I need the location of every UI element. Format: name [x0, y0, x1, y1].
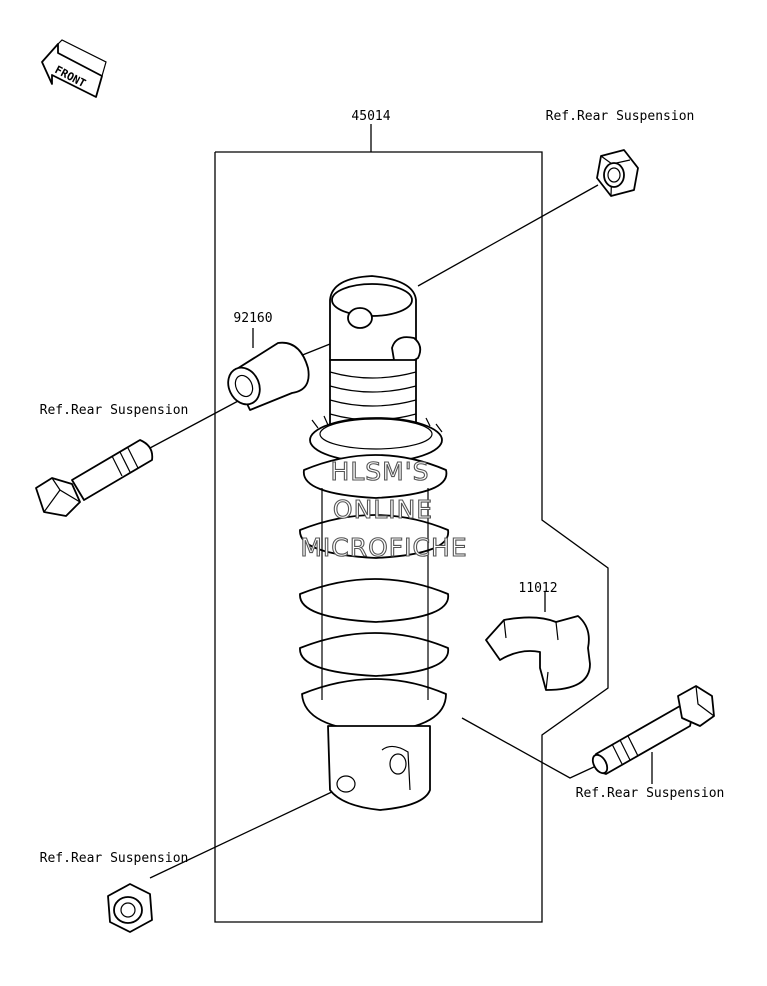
- label-ref-bottom-nut: Ref.Rear Suspension: [40, 851, 189, 866]
- label-92160: 92160: [233, 311, 272, 326]
- label-11012: 11012: [518, 581, 557, 596]
- label-ref-left-bolt: Ref.Rear Suspension: [40, 403, 189, 418]
- collar-92160: [227, 341, 310, 411]
- nut-top-right: [596, 149, 639, 197]
- watermark-line2: ONLINE: [333, 495, 433, 524]
- assembly-bracket: [214, 124, 609, 923]
- label-45014: 45014: [351, 109, 390, 124]
- watermark-line1: HLSM'S: [331, 457, 430, 486]
- label-ref-top-right: Ref.Rear Suspension: [546, 109, 695, 124]
- shock-absorber-45014: [299, 275, 449, 811]
- label-ref-right-bolt: Ref.Rear Suspension: [576, 786, 725, 801]
- watermark-line3: MICROFICHE: [300, 533, 467, 562]
- bolt-right: [591, 685, 715, 775]
- front-arrow-icon: FRONT: [41, 39, 107, 98]
- nut-bottom-left: [107, 883, 153, 933]
- watermark: HLSM'S ONLINE MICROFICHE: [300, 456, 467, 562]
- bolt-left: [35, 439, 154, 517]
- clip-11012: [485, 615, 591, 691]
